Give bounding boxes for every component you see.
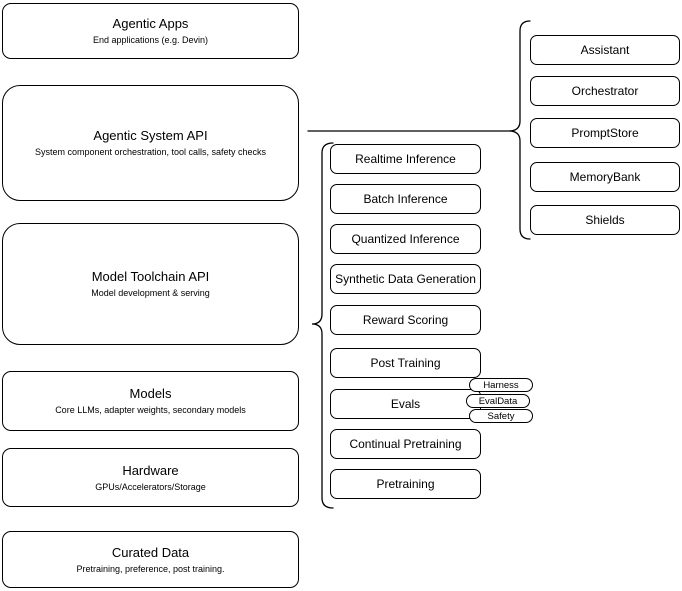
toolchain-item-continual-pretraining: Continual Pretraining: [330, 429, 481, 459]
toolchain-item-realtime-inference: Realtime Inference: [330, 144, 481, 174]
eval-tag-evaldata: EvalData: [466, 394, 530, 408]
layer-hardware: Hardware GPUs/Accelerators/Storage: [2, 448, 299, 507]
layer-agentic-system-api-title: Agentic System API: [93, 128, 208, 143]
layer-agentic-apps: Agentic Apps End applications (e.g. Devi…: [2, 3, 299, 59]
layer-agentic-system-api: Agentic System API System component orch…: [2, 85, 299, 201]
toolchain-item-quantized-inference: Quantized Inference: [330, 224, 481, 254]
eval-tag-safety: Safety: [469, 409, 533, 423]
layer-model-toolchain-api-title: Model Toolchain API: [91, 269, 210, 284]
toolchain-item-pretraining: Pretraining: [330, 469, 481, 499]
layer-agentic-system-api-subtitle: System component orchestration, tool cal…: [34, 147, 267, 157]
layer-hardware-subtitle: GPUs/Accelerators/Storage: [95, 481, 206, 492]
layer-models-title: Models: [129, 386, 172, 401]
layer-hardware-title: Hardware: [122, 462, 179, 478]
layer-curated-data-subtitle: Pretraining, preference, post training.: [76, 563, 225, 574]
system-item-assistant: Assistant: [530, 35, 680, 65]
toolchain-item-post-training: Post Training: [330, 348, 481, 378]
layer-curated-data-title: Curated Data: [111, 544, 190, 560]
layer-model-toolchain-api-subtitle: Model development & serving: [91, 288, 210, 298]
system-item-shields: Shields: [530, 205, 680, 235]
layer-curated-data: Curated Data Pretraining, preference, po…: [2, 531, 299, 588]
layer-models-subtitle: Core LLMs, adapter weights, secondary mo…: [55, 405, 246, 415]
system-item-memorybank: MemoryBank: [530, 162, 680, 192]
layer-agentic-apps-subtitle: End applications (e.g. Devin): [92, 35, 209, 45]
toolchain-item-batch-inference: Batch Inference: [330, 184, 481, 214]
layer-model-toolchain-api: Model Toolchain API Model development & …: [2, 223, 299, 345]
toolchain-item-reward-scoring: Reward Scoring: [330, 305, 481, 335]
layer-agentic-apps-title: Agentic Apps: [112, 16, 189, 31]
toolchain-item-synthetic-data-generation: Synthetic Data Generation: [330, 264, 481, 294]
layer-models: Models Core LLMs, adapter weights, secon…: [2, 371, 299, 431]
system-components-brace: [508, 20, 531, 240]
system-item-orchestrator: Orchestrator: [530, 76, 680, 106]
eval-tag-harness: Harness: [469, 378, 533, 392]
toolchain-item-evals: Evals: [330, 389, 481, 419]
system-item-promptstore: PromptStore: [530, 118, 680, 148]
